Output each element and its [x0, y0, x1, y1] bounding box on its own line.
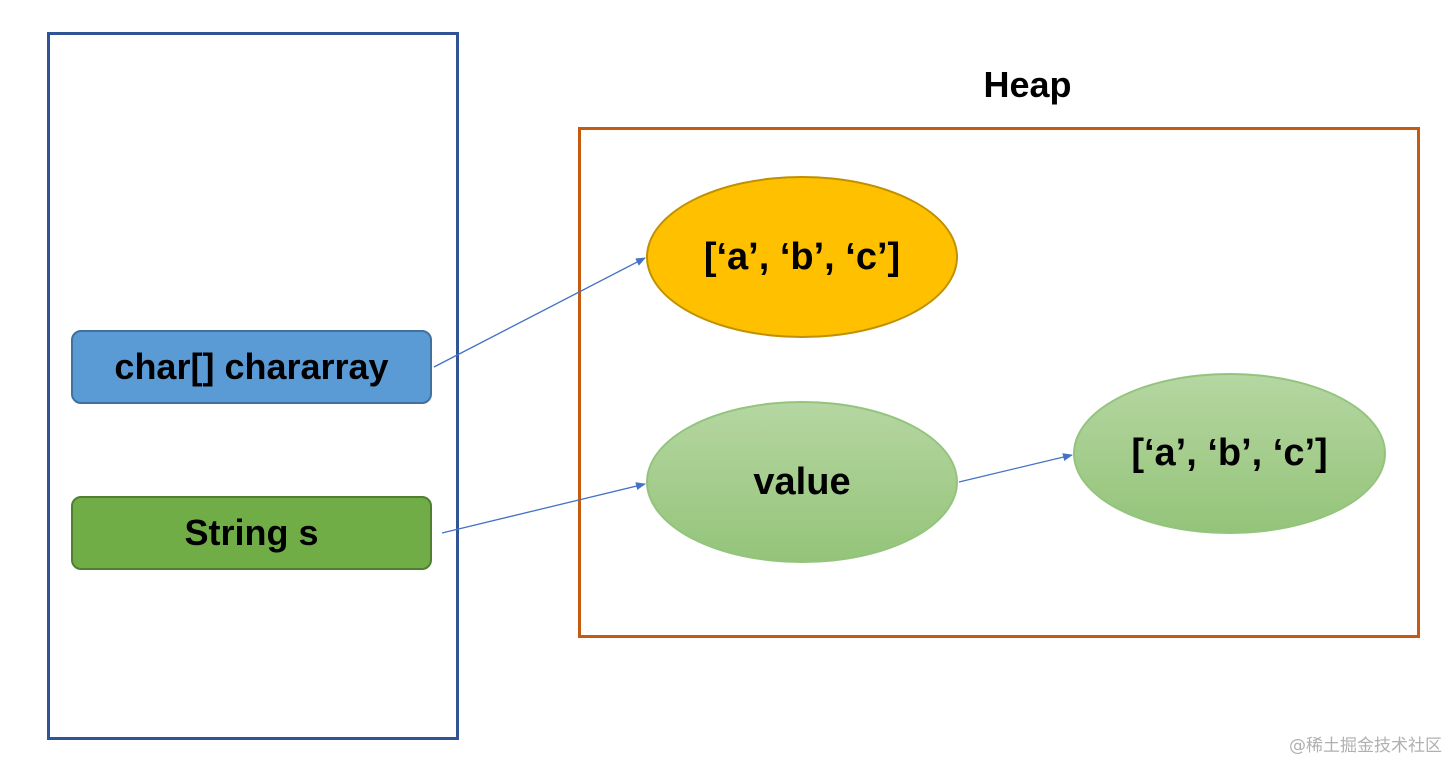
arrow-string-to-value — [441, 482, 646, 534]
chararray-variable: char[] chararray — [71, 330, 432, 404]
watermark-text: @稀土掘金技术社区 — [1289, 736, 1442, 756]
heap-title: Heap — [983, 64, 1072, 105]
string-s-variable: String s — [71, 496, 432, 570]
char-array-object: [‘a’, ‘b’, ‘c’] — [646, 176, 958, 338]
stack-frame-box — [47, 32, 459, 740]
string-value-array-object: [‘a’, ‘b’, ‘c’] — [1073, 373, 1386, 534]
heap-region-box — [578, 127, 1420, 638]
arrow-value-to-array — [958, 453, 1073, 483]
string-value-field: value — [646, 401, 958, 563]
arrow-chararray-to-array — [433, 257, 646, 368]
